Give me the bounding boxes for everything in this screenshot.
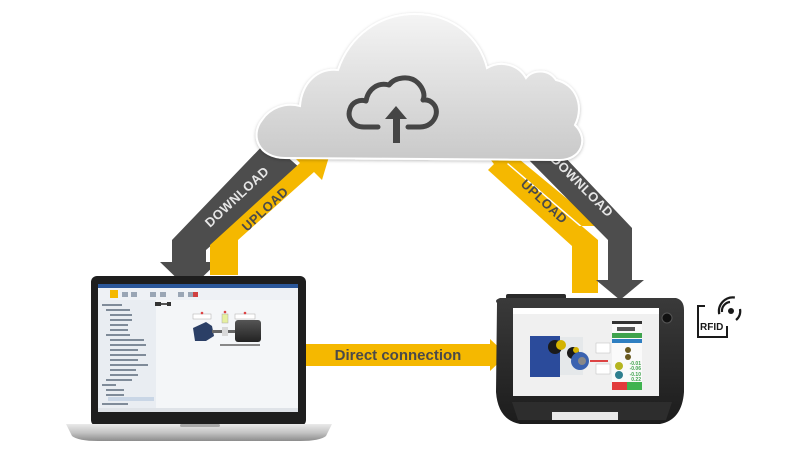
rfid-label: RFID	[700, 322, 723, 333]
tablet-device: -0.01 -0.06 -0.10 0.22	[496, 294, 684, 424]
cloud-upload-arrow-glyph	[385, 106, 407, 143]
machine-train-thumbnail	[155, 302, 261, 346]
direct-connection-label: Direct connection	[335, 347, 462, 364]
tablet-stop-button	[612, 382, 627, 390]
cloud-node	[255, 12, 584, 162]
laptop-base	[66, 424, 332, 441]
tablet-value-2: -0.06	[630, 366, 642, 372]
tablet-value-4: 0.22	[631, 377, 641, 383]
tablet-ok-button	[627, 382, 642, 390]
tablet-value-3: -0.10	[630, 372, 642, 378]
rfid-icon: RFID	[697, 296, 742, 338]
cloud-upload-icon	[346, 75, 439, 130]
laptop-device	[66, 276, 332, 441]
direct-connection-arrow: Direct connection	[289, 339, 507, 371]
tablet-value-1: -0.01	[630, 361, 642, 367]
